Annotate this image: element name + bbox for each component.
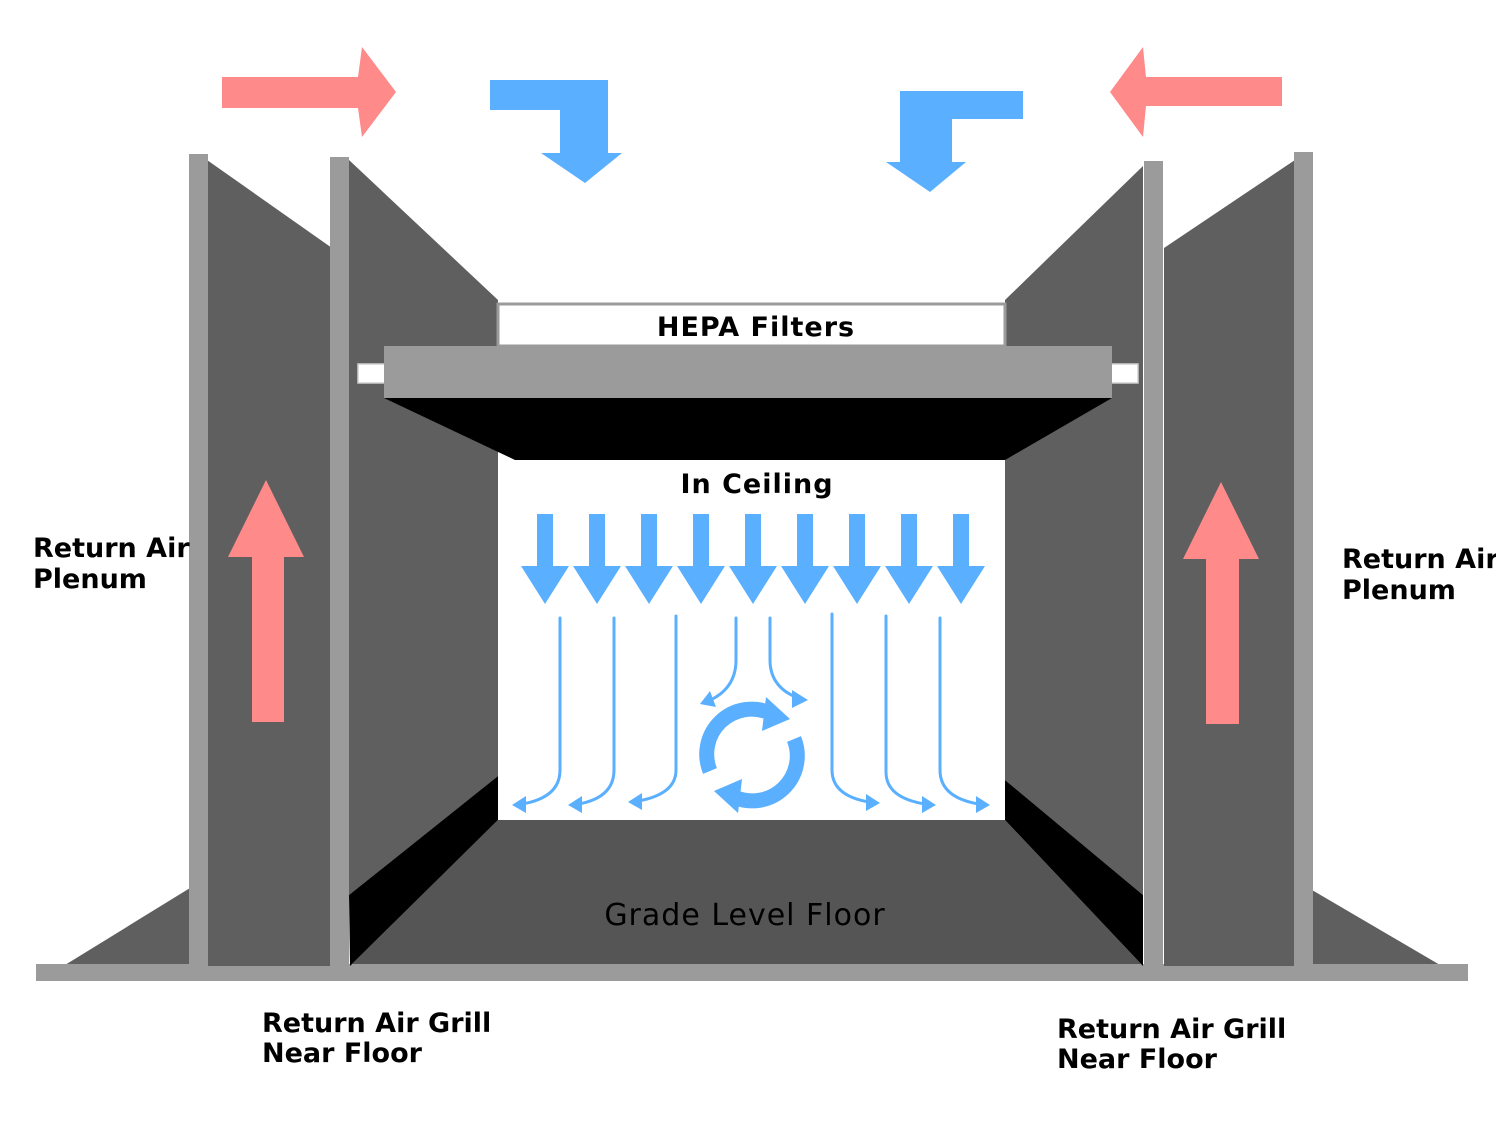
return-arrow-plenum-left: [228, 480, 304, 722]
grill-left-label-line1: Return Air Grill: [262, 1008, 491, 1039]
flow-head-2: [568, 796, 582, 813]
floor-base-right: [1312, 890, 1440, 968]
floor-base-left: [65, 888, 190, 968]
post-left-inner: [330, 157, 349, 966]
down-arrow-icon: [937, 514, 985, 604]
recirculate-head-bottom: [714, 779, 742, 813]
in-ceiling-label: In Ceiling: [680, 469, 833, 500]
flow-head-8: [976, 796, 990, 813]
down-arrow-icon: [521, 514, 569, 604]
ground-line: [36, 964, 1468, 981]
down-arrow-icon: [729, 514, 777, 604]
inner-wall-right: [1005, 166, 1143, 895]
return-arrow-plenum-right: [1183, 482, 1259, 724]
flow-head-1: [512, 796, 526, 813]
flow-head-5: [792, 690, 808, 708]
ceiling-grid: [384, 346, 1112, 398]
flow-head-4: [700, 691, 716, 707]
hepa-filters-label: HEPA Filters: [657, 312, 855, 343]
recirculate-head-top: [762, 697, 790, 731]
down-arrow-icon: [625, 514, 673, 604]
recirculate-icon: [699, 697, 805, 813]
inner-wall-left: [349, 160, 498, 895]
down-arrow-icon: [573, 514, 621, 604]
grill-right-label-line2: Near Floor: [1057, 1044, 1218, 1075]
grade-level-floor-label: Grade Level Floor: [604, 898, 885, 933]
flow-head-6: [866, 794, 880, 811]
plenum-right-label-line2: Plenum: [1342, 575, 1456, 606]
flow-arrowheads: [512, 690, 990, 813]
plenum-right-label-line1: Return Air: [1342, 544, 1496, 575]
grade-level-floor: [350, 820, 1143, 966]
post-right-outer: [1294, 152, 1313, 966]
return-arrow-top-left: [222, 47, 396, 137]
plenum-left-label-line2: Plenum: [33, 564, 147, 595]
post-right-inner: [1144, 161, 1163, 966]
cleanroom-interior: [498, 455, 1005, 820]
recirculate-arc-bottom: [730, 736, 805, 809]
down-arrow-icon: [885, 514, 933, 604]
ceiling-plenum: [384, 398, 1112, 460]
plenum-left-label-line1: Return Air: [33, 533, 190, 564]
supply-arrows-row: [521, 514, 985, 604]
supply-arrow-top-left: [490, 80, 622, 183]
flow-head-3: [628, 793, 642, 810]
grill-left-label-line2: Near Floor: [262, 1038, 423, 1069]
post-left-outer: [189, 154, 208, 966]
supply-arrow-top-right: [886, 91, 1023, 192]
grill-right-label-line1: Return Air Grill: [1057, 1014, 1286, 1045]
flow-head-7: [922, 796, 936, 813]
down-arrow-icon: [781, 514, 829, 604]
return-grill-left: [349, 776, 498, 966]
return-arrow-top-right: [1110, 47, 1282, 137]
down-arrow-icon: [677, 514, 725, 604]
return-grill-right: [1005, 780, 1143, 966]
recirculate-arc-top: [699, 701, 774, 774]
down-arrow-icon: [833, 514, 881, 604]
